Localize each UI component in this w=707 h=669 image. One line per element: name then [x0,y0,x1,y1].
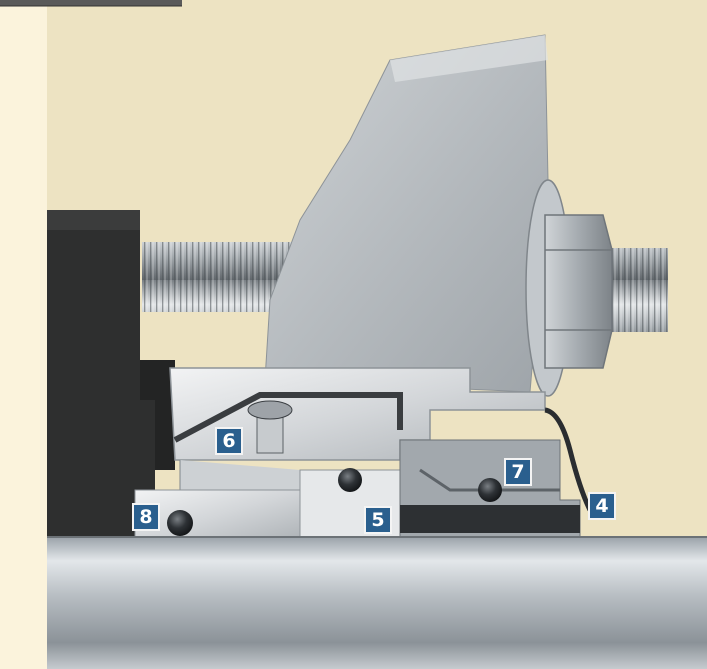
shaft [47,537,707,669]
o-ring-8 [167,510,193,536]
left-panel [0,0,47,669]
set-screw-5 [338,468,362,492]
callout-5: 5 [364,506,392,534]
hex-nut [544,214,613,369]
callout-8: 8 [132,503,160,531]
retaining-spring [544,407,593,512]
callout-4: 4 [588,492,616,520]
set-screw-7 [478,478,502,502]
callout-7: 7 [504,458,532,486]
corner-frame [0,0,182,6]
callout-6: 6 [215,427,243,455]
housing-block [47,210,175,540]
